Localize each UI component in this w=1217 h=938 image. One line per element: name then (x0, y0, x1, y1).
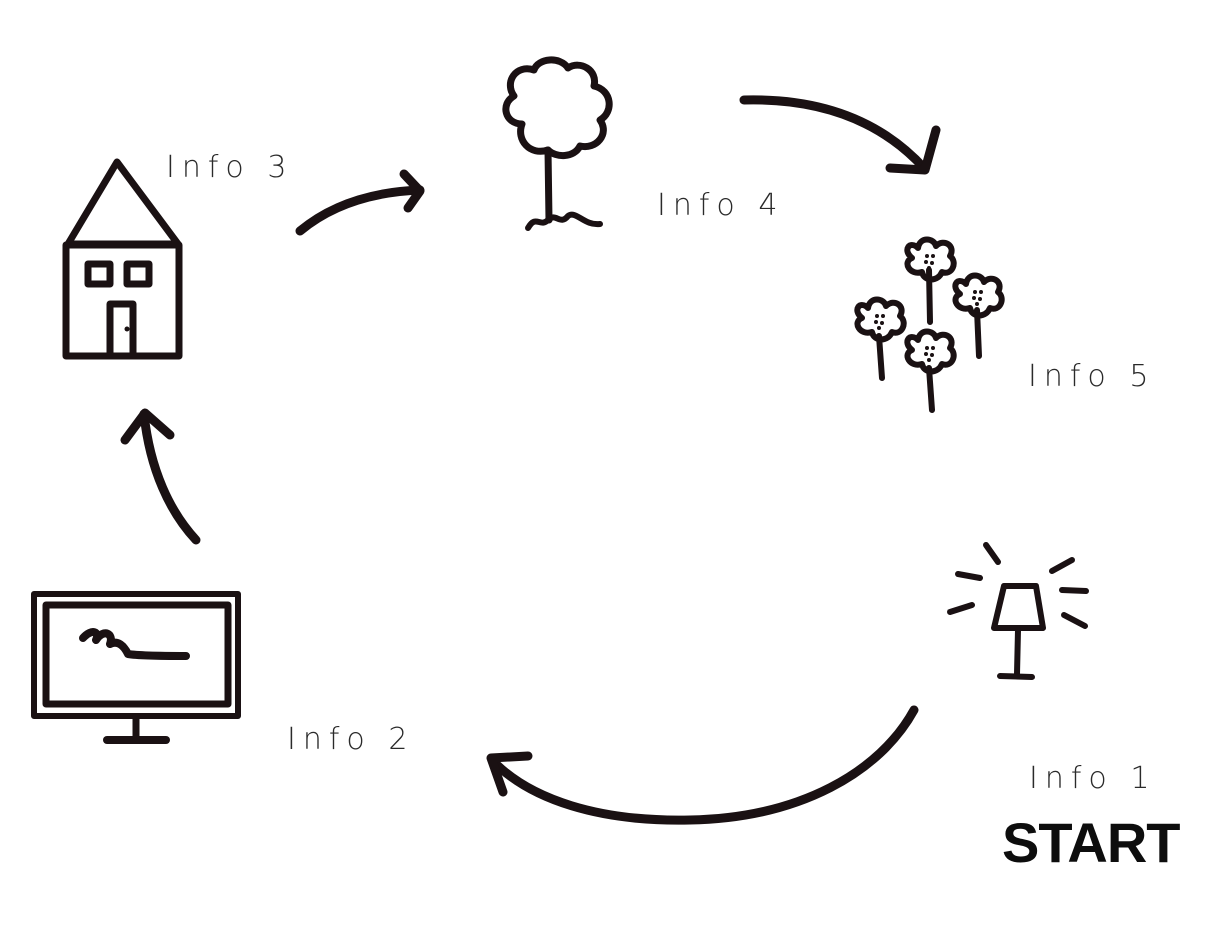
arrow-4-to-5 (739, 95, 941, 175)
step-2-label: Info 2 (287, 722, 415, 757)
flower (854, 296, 907, 381)
flower (904, 236, 957, 325)
monitor-icon (31, 591, 241, 744)
flower (952, 272, 1005, 359)
house-icon (62, 158, 183, 360)
flowers-icon (854, 236, 1005, 413)
start-badge: START (1002, 811, 1180, 874)
tree-icon (502, 56, 613, 231)
flower (904, 328, 957, 413)
arrow-3-to-4 (295, 169, 425, 236)
lamp-icon (947, 542, 1089, 680)
arrow-2-to-3 (120, 408, 201, 545)
light-rays (947, 542, 1089, 629)
step-4-label: Info 4 (657, 188, 785, 223)
step-3-label: Info 3 (166, 150, 294, 185)
arrow-1-to-2 (486, 705, 919, 825)
step-5-label: Info 5 (1028, 359, 1156, 394)
step-1-label: Info 1 (1029, 761, 1157, 796)
